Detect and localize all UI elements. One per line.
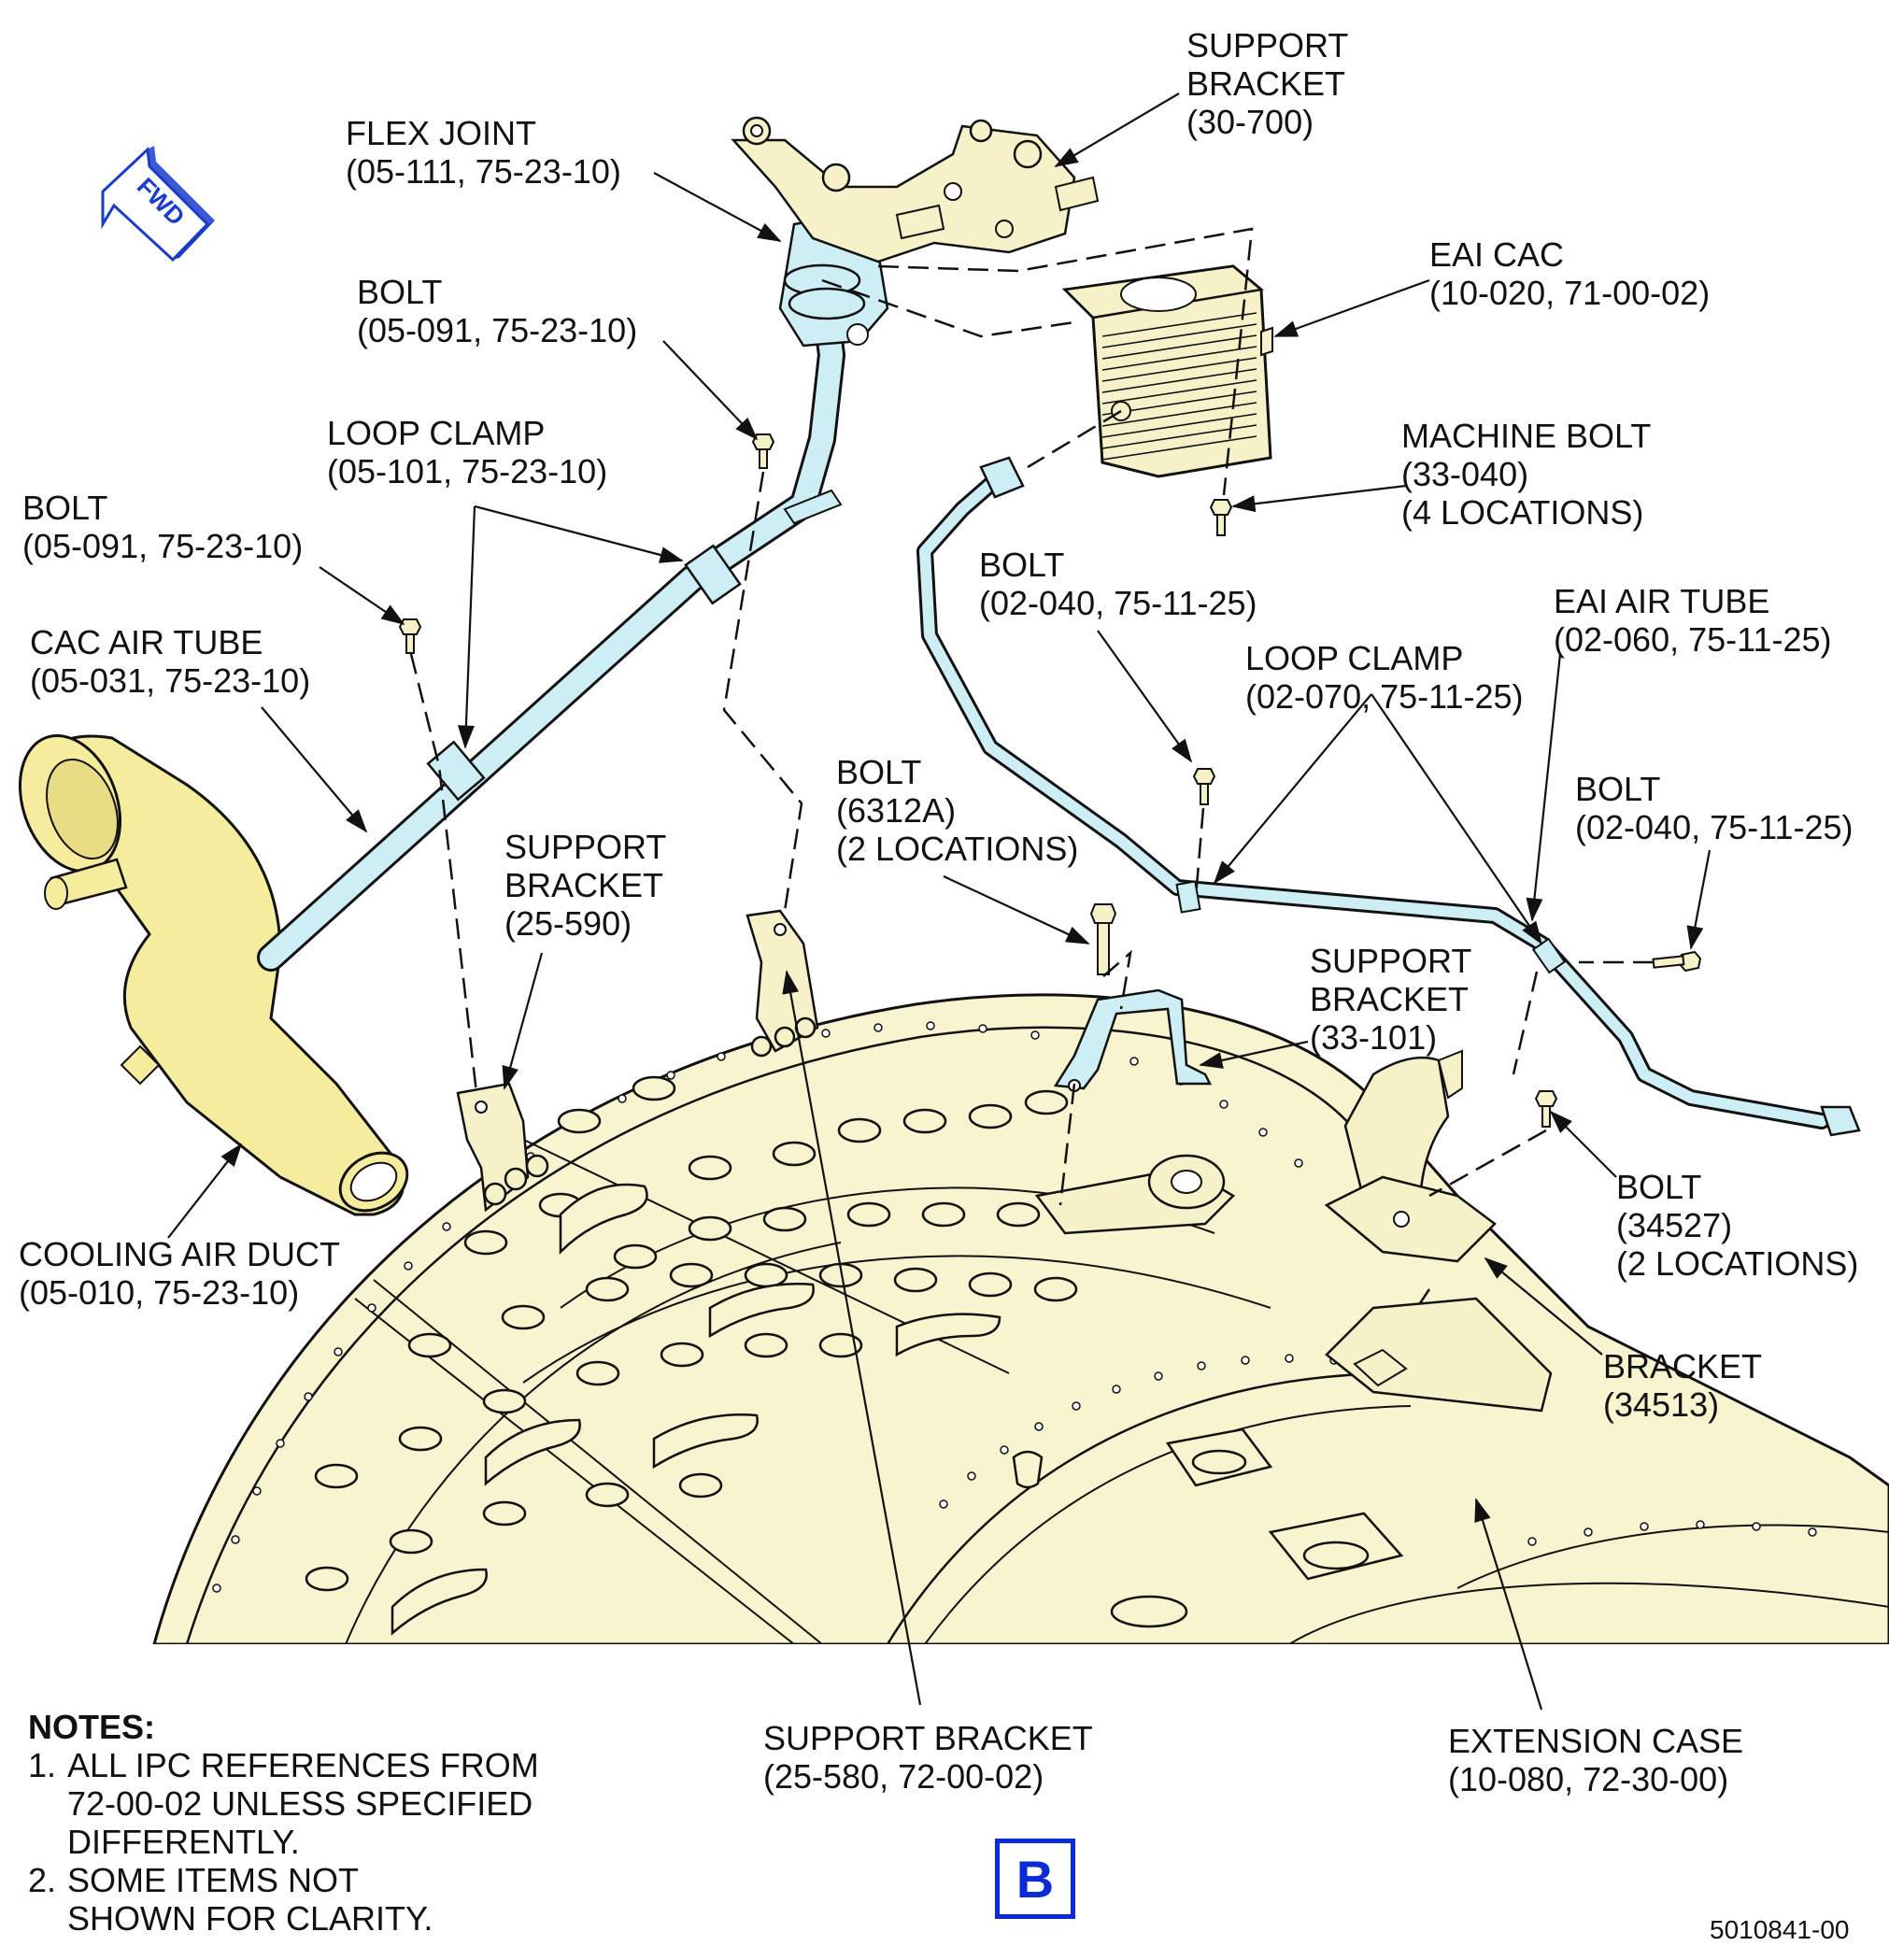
label-support-bracket-25-580: SUPPORT BRACKET (25-580, 72-00-02)	[763, 1719, 1093, 1796]
label-line: BRACKET	[1310, 980, 1470, 1018]
label-machine-bolt: MACHINE BOLT (33-040) (4 LOCATIONS)	[1401, 417, 1651, 532]
label-line: LOOP CLAMP	[1245, 639, 1464, 677]
notes-block: NOTES: 1. ALL IPC REFERENCES FROM 72-00-…	[28, 1708, 539, 1938]
label-line: (34527)	[1616, 1206, 1733, 1244]
label-line: (4 LOCATIONS)	[1401, 493, 1644, 532]
label-line: BRACKET	[504, 866, 664, 904]
label-line: (05-091, 75-23-10)	[357, 311, 638, 349]
document-number: 5010841-00	[1710, 1915, 1850, 1944]
bracket-34513-shape	[1034, 1049, 1553, 1413]
notes-title: NOTES:	[28, 1708, 156, 1746]
label-line: (2 LOCATIONS)	[1616, 1244, 1859, 1283]
label-support-bracket-25-590: SUPPORT BRACKET (25-590)	[504, 828, 666, 943]
label-line: BRACKET	[1186, 64, 1346, 103]
label-line: (05-111, 75-23-10)	[346, 152, 621, 191]
fwd-direction-arrow: FWD	[101, 146, 215, 263]
label-line: (6312A)	[836, 791, 957, 830]
note-line: 72-00-02 UNLESS SPECIFIED	[67, 1784, 533, 1823]
label-line: (10-020, 71-00-02)	[1429, 274, 1711, 312]
label-line: (33-101)	[1310, 1018, 1438, 1057]
label-line: BRACKET	[1603, 1347, 1763, 1385]
label-bolt-6312a: BOLT (6312A) (2 LOCATIONS)	[836, 753, 1078, 868]
label-bolt-02-040-upper: BOLT (02-040, 75-11-25)	[979, 546, 1257, 622]
label-line: (05-101, 75-23-10)	[327, 452, 608, 490]
label-bolt-02-040-right: BOLT (02-040, 75-11-25)	[1575, 770, 1853, 846]
support-bracket-25-580-shape	[746, 909, 819, 1058]
extension-case-body	[152, 993, 1889, 1644]
label-bolt-05-091-lower: BOLT (05-091, 75-23-10)	[22, 489, 303, 565]
label-loop-clamp-02-070: LOOP CLAMP (02-070, 75-11-25)	[1245, 639, 1524, 716]
label-line: BOLT	[1616, 1168, 1702, 1206]
label-line: (30-700)	[1186, 103, 1314, 141]
label-line: SUPPORT	[504, 828, 667, 866]
note-number: 2.	[28, 1861, 57, 1899]
label-line: LOOP CLAMP	[327, 414, 546, 452]
label-line: (33-040)	[1401, 455, 1529, 493]
view-letter-box: B	[995, 1839, 1075, 1919]
bolt-shapes	[398, 433, 1702, 1128]
label-line: BOLT	[22, 489, 108, 527]
label-line: (2 LOCATIONS)	[836, 830, 1079, 868]
label-line: SUPPORT BRACKET	[763, 1719, 1093, 1757]
label-cooling-air-duct: COOLING AIR DUCT (05-010, 75-23-10)	[19, 1235, 340, 1312]
note-item: 2. SOME ITEMS NOT SHOWN FOR CLARITY.	[28, 1861, 539, 1938]
eai-cac-shape	[1061, 264, 1273, 478]
note-line: SOME ITEMS NOT	[67, 1861, 360, 1899]
label-line: (34513)	[1603, 1385, 1720, 1424]
label-line: EAI CAC	[1429, 235, 1565, 274]
label-eai-air-tube: EAI AIR TUBE (02-060, 75-11-25)	[1554, 582, 1832, 659]
label-line: COOLING AIR DUCT	[19, 1235, 341, 1273]
label-line: EXTENSION CASE	[1448, 1722, 1744, 1760]
label-line: (02-040, 75-11-25)	[979, 584, 1257, 622]
label-line: (05-010, 75-23-10)	[19, 1273, 300, 1312]
support-bracket-25-590-shape	[456, 1082, 549, 1213]
label-line: (05-031, 75-23-10)	[30, 661, 311, 700]
label-line: CAC AIR TUBE	[30, 623, 263, 661]
label-loop-clamp-05-101: LOOP CLAMP (05-101, 75-23-10)	[327, 414, 607, 490]
cooling-air-duct-shape	[18, 733, 409, 1216]
label-line: BOLT	[357, 273, 443, 311]
label-line: (05-091, 75-23-10)	[22, 527, 304, 565]
label-line: (02-040, 75-11-25)	[1575, 808, 1853, 846]
label-line: (25-590)	[504, 904, 632, 943]
eai-air-tube-shape	[916, 456, 1861, 1137]
support-bracket-30-700-shape	[731, 116, 1100, 263]
note-line: ALL IPC REFERENCES FROM	[67, 1746, 539, 1784]
label-line: BOLT	[1575, 770, 1661, 808]
label-line: BOLT	[979, 546, 1065, 584]
label-bracket-34513: BRACKET (34513)	[1603, 1347, 1762, 1424]
label-eai-cac: EAI CAC (10-020, 71-00-02)	[1429, 235, 1710, 312]
label-line: (10-080, 72-30-00)	[1448, 1760, 1729, 1798]
label-support-bracket-33-101: SUPPORT BRACKET (33-101)	[1310, 942, 1471, 1057]
note-line: DIFFERENTLY.	[67, 1823, 300, 1861]
label-line: (02-060, 75-11-25)	[1554, 620, 1832, 659]
label-line: EAI AIR TUBE	[1554, 582, 1770, 620]
label-line: SUPPORT	[1310, 942, 1472, 980]
label-bolt-34527: BOLT (34527) (2 LOCATIONS)	[1616, 1168, 1858, 1283]
note-line: SHOWN FOR CLARITY.	[67, 1899, 433, 1938]
label-flex-joint: FLEX JOINT (05-111, 75-23-10)	[346, 114, 621, 191]
label-bolt-05-091-upper: BOLT (05-091, 75-23-10)	[357, 273, 637, 349]
note-item: 1. ALL IPC REFERENCES FROM 72-00-02 UNLE…	[28, 1746, 539, 1861]
label-line: MACHINE BOLT	[1401, 417, 1652, 455]
label-line: FLEX JOINT	[346, 114, 537, 152]
label-support-bracket-30-700: SUPPORT BRACKET (30-700)	[1186, 26, 1348, 141]
support-bracket-33-101-shape	[1053, 988, 1213, 1092]
label-line: (02-070, 75-11-25)	[1245, 677, 1524, 716]
note-number: 1.	[28, 1746, 57, 1784]
assembly-dashed-lines	[409, 227, 1654, 1304]
label-line: SUPPORT	[1186, 26, 1349, 64]
leader-lines	[167, 92, 1711, 1711]
label-line: (25-580, 72-00-02)	[763, 1757, 1044, 1796]
label-line: BOLT	[836, 753, 922, 791]
label-cac-air-tube: CAC AIR TUBE (05-031, 75-23-10)	[30, 623, 310, 700]
label-extension-case: EXTENSION CASE (10-080, 72-30-00)	[1448, 1722, 1743, 1798]
